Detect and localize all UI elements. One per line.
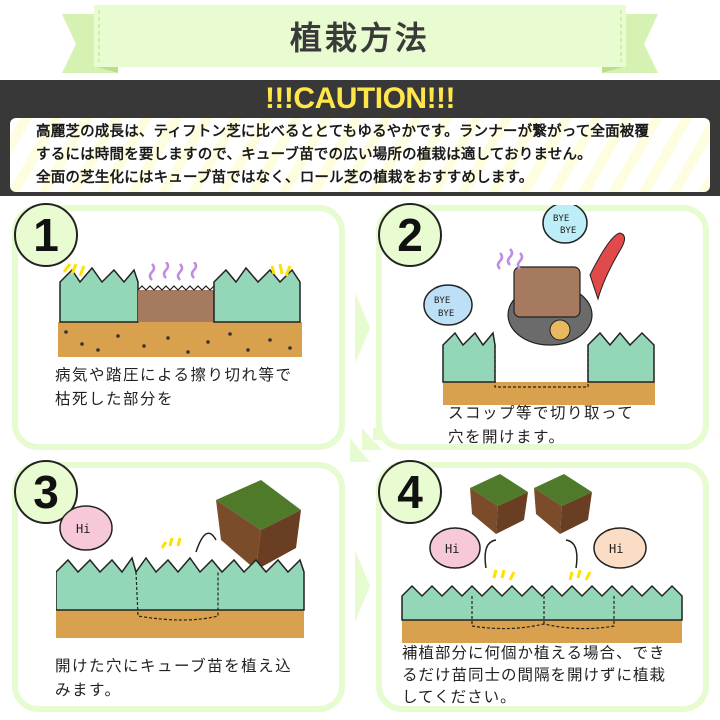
ribbon-shape bbox=[62, 5, 658, 73]
svg-text:Hi: Hi bbox=[445, 542, 459, 556]
step-1-number: 1 bbox=[14, 203, 78, 267]
svg-text:Hi: Hi bbox=[76, 522, 90, 536]
caution-title: !!!CAUTION!!! bbox=[264, 82, 456, 115]
svg-text:BYE: BYE bbox=[434, 296, 450, 306]
svg-text:Hi: Hi bbox=[609, 542, 623, 556]
step-3-caption: 開けた穴にキューブ苗を植え込 みます。 bbox=[55, 657, 293, 699]
caution-line: するには時間を要しますので、キューブ苗での広い場所の植栽は適しておりません。 bbox=[36, 147, 592, 163]
step-1-caption: 病気や踏圧による擦り切れ等で 枯死した部分を bbox=[55, 366, 293, 408]
multiple-cubes-illustration: Hi Hi bbox=[401, 474, 683, 643]
arrow-right-icon bbox=[355, 550, 370, 622]
step-4-number: 4 bbox=[378, 460, 442, 524]
scoop-removal-illustration: BYE BYE BYE BYE bbox=[423, 205, 655, 405]
caution-text-box: 高麗芝の成長は、ティフトン芝に比べるととてもゆるやかです。ランナーが繋がって全面… bbox=[10, 118, 710, 192]
step-2-number: 2 bbox=[378, 203, 442, 267]
svg-text:BYE: BYE bbox=[438, 309, 454, 319]
caution-section: !!!CAUTION!!! 高麗芝の成長は、ティフトン芝に比べるととてもゆるやか… bbox=[0, 80, 720, 196]
arrow-right-icon bbox=[355, 292, 370, 364]
dead-turf-illustration bbox=[58, 262, 302, 357]
step-4-caption: 補植部分に何個か植える場合、でき るだけ苗同士の間隔を開けずに植栽 してください… bbox=[402, 644, 667, 706]
svg-text:BYE: BYE bbox=[560, 226, 576, 236]
page-title: 植栽方法 bbox=[289, 19, 430, 57]
caution-line: 全面の芝生化にはキューブ苗ではなく、ロール芝の植栽をおすすめします。 bbox=[36, 170, 534, 186]
cube-planting-illustration: Hi bbox=[56, 480, 305, 638]
step-2-caption: スコップ等で切り取って 穴を開けます。 bbox=[448, 404, 635, 446]
caution-line: 高麗芝の成長は、ティフトン芝に比べるととてもゆるやかです。ランナーが繋がって全面… bbox=[36, 124, 650, 140]
header-banner: 植栽方法 bbox=[0, 0, 720, 80]
step-3-number: 3 bbox=[14, 460, 78, 524]
svg-text:BYE: BYE bbox=[553, 214, 569, 224]
